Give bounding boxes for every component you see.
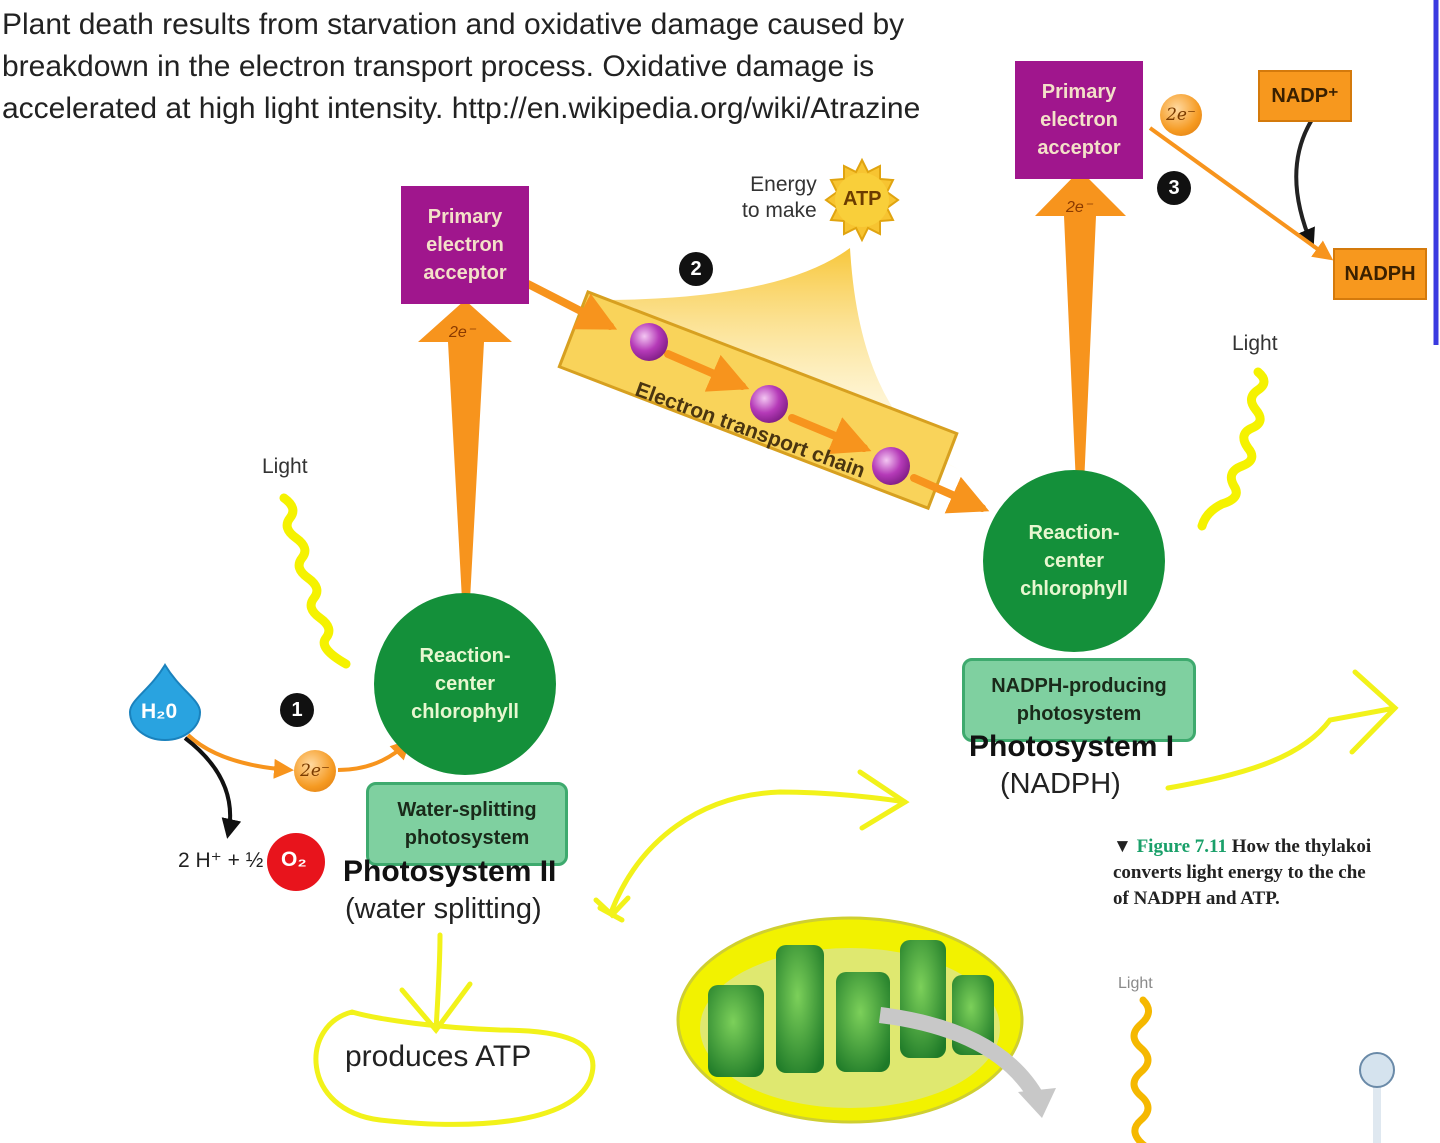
ps2-box-line: Water-splitting xyxy=(397,799,537,821)
caption-line: of NADPH and ATP. xyxy=(1113,888,1280,909)
oxygen-label: O₂ xyxy=(281,848,307,871)
nadp-reduction-arrow xyxy=(1294,116,1315,249)
ps1-light-label: Light xyxy=(1232,332,1278,355)
electron-carrier xyxy=(872,447,910,485)
annotation-arrowhead xyxy=(399,981,473,1035)
ps1-primary-acceptor: Primary electron acceptor xyxy=(1015,61,1143,179)
energy-label-line: to make xyxy=(742,199,817,222)
figure-caption: ▼ Figure 7.11 How the thylakoi converts … xyxy=(1113,834,1371,912)
step-2-badge: 2 xyxy=(679,252,713,286)
reaction-center-label-line: chlorophyll xyxy=(1020,578,1128,600)
electron-pair-water: 2e⁻ xyxy=(294,750,336,792)
proton-icon xyxy=(1359,1052,1395,1088)
protons-label: 2 H⁺ + ½ xyxy=(178,849,264,872)
intro-line: Plant death results from starvation and … xyxy=(2,8,905,41)
ps1-light-wave xyxy=(1197,367,1269,531)
ps2-title: Photosystem II xyxy=(343,855,557,888)
annotation-arrow xyxy=(1165,705,1398,791)
electron-to-rc-arrow xyxy=(337,739,411,772)
acceptor-label-line: acceptor xyxy=(423,262,507,284)
chloroplast-icon xyxy=(676,916,1056,1124)
ps2-electron-label: 2e⁻ xyxy=(449,324,476,341)
ps2-light-label: Light xyxy=(262,455,308,478)
caption-title: How the thylakoi xyxy=(1231,836,1372,857)
ps2-reaction-center: Reaction- center chlorophyll xyxy=(374,593,556,775)
ps1-box-line: photosystem xyxy=(1016,703,1142,725)
electron-carrier xyxy=(750,385,788,423)
intro-line: accelerated at high light intensity. htt… xyxy=(2,92,921,125)
electron-pair-ps1: 2e⁻ xyxy=(1160,94,1202,136)
annotation-arrow xyxy=(609,789,908,913)
reaction-center-label-line: Reaction- xyxy=(419,645,511,667)
electron-to-nadp-arrow xyxy=(1148,126,1334,261)
partial-light-label: Light xyxy=(1118,975,1153,992)
partial-light-wave xyxy=(1130,996,1152,1143)
reaction-center-label-line: chlorophyll xyxy=(411,701,519,723)
water-drop-icon xyxy=(128,663,202,741)
energy-label: Energy to make xyxy=(742,172,817,224)
ps2-subtitle: (water splitting) xyxy=(345,893,542,925)
reaction-center-label-line: center xyxy=(434,673,496,695)
ps2-excitation-arrow xyxy=(418,300,512,600)
ps1-box-line: NADPH-producing xyxy=(991,675,1167,697)
etc-flow-arrows xyxy=(524,280,990,514)
energy-label-line: Energy xyxy=(750,173,817,196)
ps1-reaction-center: Reaction- center chlorophyll xyxy=(983,470,1165,652)
caption-line-1: ▼ Figure 7.11 How the thylakoi xyxy=(1113,836,1372,857)
ps1-subtitle: (NADPH) xyxy=(1000,768,1121,800)
atp-sunburst-icon xyxy=(824,157,900,243)
annotation-scribble xyxy=(593,895,631,923)
intro-line: breakdown in the electron transport proc… xyxy=(2,50,875,83)
ps2-box-line: photosystem xyxy=(404,827,530,849)
acceptor-label-line: acceptor xyxy=(1037,137,1121,159)
annotation-arrowhead xyxy=(1349,669,1399,755)
acceptor-label-line: Primary xyxy=(1041,81,1117,103)
reaction-center-label-line: Reaction- xyxy=(1028,522,1120,544)
reaction-center-label-line: center xyxy=(1043,550,1105,572)
nadph-box: NADPH xyxy=(1333,248,1427,300)
step-1-badge: 1 xyxy=(280,693,314,727)
ps1-label-box: NADPH-producing photosystem xyxy=(962,658,1196,742)
atp-label: ATP xyxy=(843,188,882,210)
ps1-electron-label: 2e⁻ xyxy=(1066,199,1093,216)
step-3-badge: 3 xyxy=(1157,171,1191,205)
acceptor-label-line: Primary xyxy=(427,206,503,228)
caption-line: converts light energy to the che xyxy=(1113,862,1366,883)
handwritten-note: produces ATP xyxy=(345,1040,532,1073)
nadp-plus-box: NADP⁺ xyxy=(1258,70,1352,122)
oxygen-icon xyxy=(267,833,325,891)
annotation-arrow xyxy=(433,932,443,1033)
electron-carrier xyxy=(630,323,668,361)
annotation-circle xyxy=(313,1009,596,1127)
water-to-electron-arrow xyxy=(186,733,294,779)
acceptor-label-line: electron xyxy=(1040,109,1118,131)
handwritten-annotations xyxy=(313,669,1399,1127)
ps2-light-wave xyxy=(279,493,351,669)
ps2-primary-acceptor: Primary electron acceptor xyxy=(401,186,529,304)
water-label: H₂0 xyxy=(141,700,178,723)
figure-number: Figure 7.11 xyxy=(1136,836,1227,857)
ps2-label-box: Water-splitting photosystem xyxy=(366,782,568,866)
ps1-title: Photosystem I xyxy=(969,730,1175,763)
ps1-excitation-arrow xyxy=(1035,170,1126,485)
intro-text: Plant death results from starvation and … xyxy=(2,4,1042,130)
annotation-arrowhead xyxy=(857,769,910,831)
acceptor-label-line: electron xyxy=(426,234,504,256)
water-splitting-arrow xyxy=(183,736,242,839)
